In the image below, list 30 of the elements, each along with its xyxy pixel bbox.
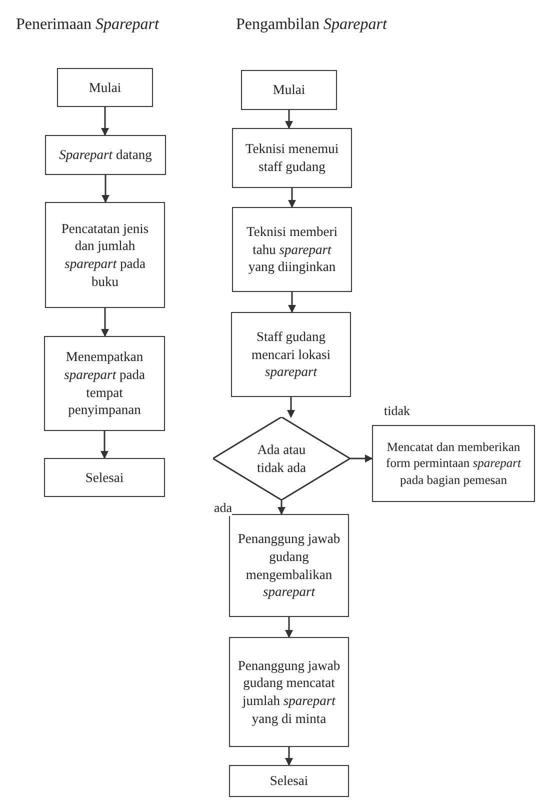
arrow	[101, 107, 109, 136]
arrow	[285, 747, 293, 766]
process-box: Menempatkan sparepart pada tempat penyimpanan	[44, 336, 165, 431]
terminal-box: Mulai	[57, 68, 153, 107]
terminal-box: Selesai	[229, 765, 349, 797]
arrow	[278, 500, 286, 515]
process-box: Teknisi menemui staff gudang	[232, 128, 352, 188]
terminal-box: Selesai	[44, 458, 165, 497]
arrow	[101, 308, 109, 337]
arrow	[102, 175, 110, 203]
arrow	[100, 431, 108, 459]
heading: Pengambilan Sparepart	[236, 16, 387, 34]
process-box: Pencatatan jenis dan jumlah sparepart pada buku	[45, 202, 165, 308]
process-box: Penanggung jawab gudang mengembalikan sparepart	[229, 514, 349, 617]
edge-label: ada	[214, 500, 232, 516]
process-box: Staff gudang mencari lokasi sparepart	[231, 312, 351, 397]
decision-text: Ada atau tidak ada	[256, 440, 308, 476]
process-box: Penanggung jawab gudang mencatat jumlah sparepart yang di minta	[229, 637, 349, 747]
decision-diamond	[213, 417, 350, 500]
arrow	[285, 617, 293, 638]
arrow	[350, 454, 373, 462]
process-box: Mencatat dan memberikan form permintaan sparepart pada bagian pemesan	[372, 425, 535, 502]
arrow	[287, 397, 295, 418]
arrow	[288, 188, 296, 208]
arrow	[285, 110, 293, 129]
arrow	[288, 292, 296, 313]
terminal-box: Mulai	[241, 70, 337, 110]
heading: Penerimaan Sparepart	[16, 16, 159, 34]
process-box: Teknisi memberi tahu sparepart yang diinginkan	[232, 207, 352, 292]
process-box: Sparepart datang	[45, 135, 166, 175]
